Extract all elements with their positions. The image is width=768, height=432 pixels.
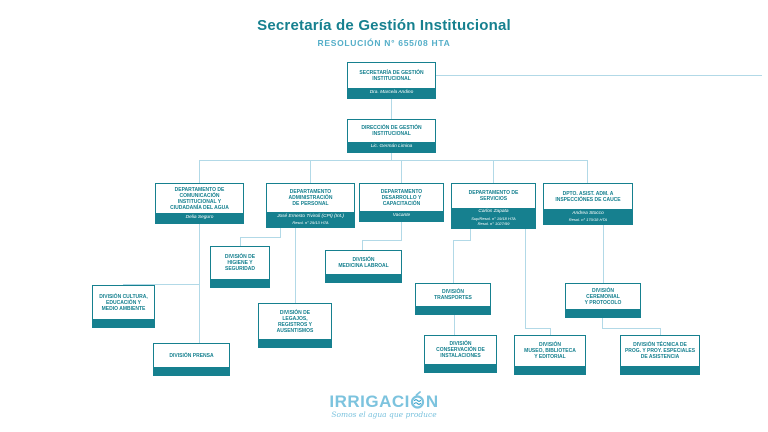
box-title: DIVISIÓN TRANSPORTES (434, 289, 472, 301)
box-title: DIVISIÓN DE HIGIENE Y SEGURIDAD (224, 254, 256, 272)
connector-line (401, 222, 402, 240)
org-box-dept-personal: DEPARTAMENTO ADMINISTRACIÓN DE PERSONAL … (266, 183, 355, 228)
box-name-band: Vacante (360, 211, 443, 221)
box-footer-band (93, 319, 154, 327)
box-footer-band (416, 306, 490, 314)
org-box-secretaria: SECRETARÍA DE GESTIÓN INSTITUCIONAL Dra.… (347, 62, 436, 99)
connector-line (295, 228, 296, 303)
connector-line (493, 160, 494, 183)
box-title: DIVISIÓN DE LEGAJOS, REGISTROS Y AUSENTI… (276, 309, 314, 334)
org-box-div-medicina: DIVISIÓN MEDICINA LABROAL (325, 250, 402, 283)
box-leader-name: Andrea Stocco (572, 210, 604, 216)
box-footer-band (425, 364, 496, 372)
connector-line (362, 240, 363, 250)
box-title: SECRETARÍA DE GESTIÓN INSTITUCIONAL (359, 69, 424, 82)
connector-line (391, 153, 392, 160)
box-title: DIVISIÓN TÉCNICA DE PROG. Y PROY. ESPECI… (624, 342, 696, 360)
box-title: DIVISIÓN CEREMONIAL Y PROTOCOLO (584, 287, 622, 306)
connector-line (453, 240, 471, 241)
box-title: DEPARTAMENTO ADMINISTRACIÓN DE PERSONAL (288, 189, 333, 208)
connector-line (391, 99, 392, 119)
connector-line (401, 160, 402, 183)
box-name-band: Lic. Germán Limina (348, 142, 435, 152)
connector-line (199, 160, 587, 161)
org-box-dept-desarrollo: DEPARTAMENTO DESARROLLO Y CAPACITACIÓN V… (359, 183, 444, 222)
logo-text-pre: IRRIGACI (329, 392, 410, 411)
box-footer-band (154, 367, 229, 375)
org-box-div-transportes: DIVISIÓN TRANSPORTES (415, 283, 491, 315)
box-resolution: Resol. n° 29/13 HTA (292, 219, 329, 225)
connector-line (436, 75, 762, 76)
connector-line (310, 160, 311, 183)
org-box-direccion: DIRECCIÓN DE GESTIÓN INSTITUCIONAL Lic. … (347, 119, 436, 153)
connector-line (603, 225, 604, 283)
org-box-div-legajos: DIVISIÓN DE LEGAJOS, REGISTROS Y AUSENTI… (258, 303, 332, 348)
org-box-div-higiene: DIVISIÓN DE HIGIENE Y SEGURIDAD (210, 246, 270, 288)
box-footer-band (211, 279, 269, 287)
box-footer-band (621, 366, 699, 374)
logo-wave-o-icon (411, 391, 425, 409)
box-title: DIVISIÓN CULTURA, EDUCACIÓN Y MEDIO AMBI… (99, 293, 148, 312)
org-box-dept-comunicacion: DEPARTAMENTO DE COMUNICACIÓN INSTITUCION… (155, 183, 244, 224)
connector-line (454, 315, 455, 335)
box-footer-band (259, 339, 331, 347)
box-title: DEPARTAMENTO DESARROLLO Y CAPACITACIÓN (380, 188, 423, 207)
box-title: DIVISIÓN MEDICINA LABROAL (338, 256, 389, 269)
connector-line (362, 240, 402, 241)
box-resolution: Resol. n° 170/18 HTA (568, 216, 608, 222)
org-box-div-conservacion: DIVISIÓN CONSERVACIÓN DE INSTALACIONES (424, 335, 497, 373)
box-name-band: Dra. Marcela Andino (348, 88, 435, 98)
box-title: DIVISIÓN CONSERVACIÓN DE INSTALACIONES (436, 341, 485, 359)
irrigacion-logo: IRRIGACI N (0, 391, 768, 412)
connector-line (240, 237, 281, 238)
box-resolution: Sup/Resol. n° 19/18 HTA (471, 215, 516, 221)
box-title: DEPARTAMENTO DE COMUNICACIÓN INSTITUCION… (170, 186, 229, 211)
connector-line (602, 318, 603, 328)
connector-line (123, 284, 199, 285)
box-name-band: José Ernesto Tiviroli (CPI) (Int.) Resol… (267, 212, 354, 227)
connector-line (602, 328, 660, 329)
box-name-band: Delia Seguro (156, 213, 243, 223)
box-title: DPTO. ASIST. ADM. A INSPECCIÓNES DE CAUC… (555, 190, 621, 203)
box-resolution: Resol. n° 1027/99 (477, 220, 510, 226)
page-title: Secretaría de Gestión Institucional (257, 17, 511, 34)
box-name-band: Andrea Stocco Resol. n° 170/18 HTA (544, 209, 632, 224)
box-title: DIVISIÓN MUSEO, BIBLIOTECA Y EDITORIAL (524, 342, 576, 360)
box-title: DIVISIÓN PRENSA (169, 352, 214, 359)
org-box-dept-cauce: DPTO. ASIST. ADM. A INSPECCIÓNES DE CAUC… (543, 183, 633, 225)
connector-line (550, 328, 551, 335)
org-box-div-museo: DIVISIÓN MUSEO, BIBLIOTECA Y EDITORIAL (514, 335, 586, 375)
logo-tagline: Somos el agua que produce (331, 410, 437, 419)
connector-line (525, 229, 526, 328)
page-subtitle: RESOLUCIÓN N° 655/08 HTA (317, 38, 451, 48)
connector-line (240, 237, 241, 246)
org-box-div-cultura: DIVISIÓN CULTURA, EDUCACIÓN Y MEDIO AMBI… (92, 285, 155, 328)
connector-line (199, 224, 200, 343)
box-footer-band (326, 274, 401, 282)
org-box-dept-servicios: DEPARTAMENTO DE SERVICIOS Carlos Zapata … (451, 183, 536, 229)
connector-line (470, 229, 471, 241)
connector-line (660, 328, 661, 335)
connector-line (199, 160, 200, 183)
org-box-div-prensa: DIVISIÓN PRENSA (153, 343, 230, 376)
box-footer-band (566, 309, 640, 317)
box-name-band: Carlos Zapata Sup/Resol. n° 19/18 HTA Re… (452, 207, 535, 228)
connector-line (587, 160, 588, 183)
connector-line (525, 328, 550, 329)
box-title: DEPARTAMENTO DE SERVICIOS (468, 189, 519, 202)
box-title: DIRECCIÓN DE GESTIÓN INSTITUCIONAL (361, 125, 422, 138)
box-leader-name: Carlos Zapata (478, 209, 509, 215)
connector-line (453, 240, 454, 283)
org-box-div-ceremonial: DIVISIÓN CEREMONIAL Y PROTOCOLO (565, 283, 641, 318)
org-box-div-tecnica: DIVISIÓN TÉCNICA DE PROG. Y PROY. ESPECI… (620, 335, 700, 375)
logo-text-post: N (425, 392, 439, 411)
box-footer-band (515, 366, 585, 374)
box-leader-name: José Ernesto Tiviroli (CPI) (Int.) (277, 213, 344, 219)
connector-line (280, 228, 281, 238)
